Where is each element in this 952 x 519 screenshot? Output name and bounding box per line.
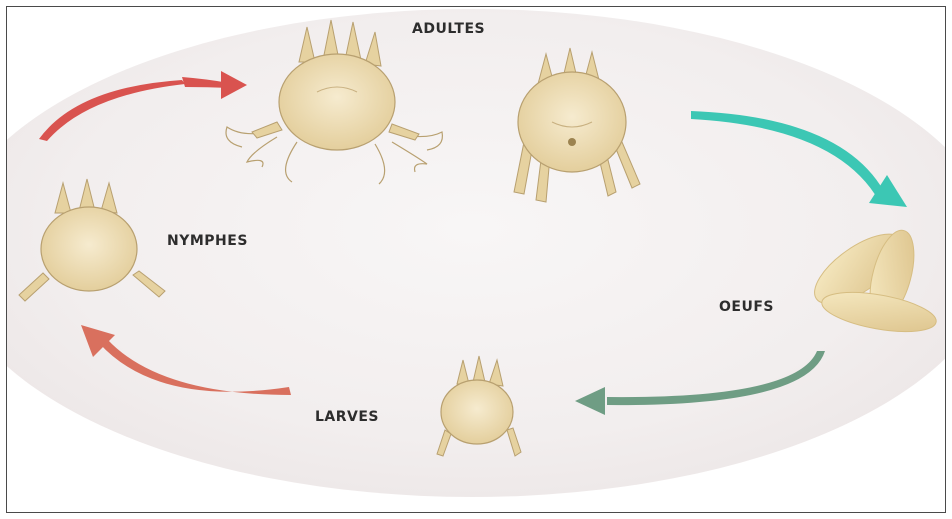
label-oeufs: OEUFS bbox=[719, 299, 774, 315]
life-cycle-diagram bbox=[7, 7, 945, 512]
arrow-larva-to-nymph bbox=[81, 325, 291, 395]
label-nymphes: NYMPHES bbox=[167, 233, 248, 249]
mite-adult-icon bbox=[514, 48, 640, 202]
arrow-nymph-to-adult bbox=[39, 71, 247, 141]
mite-adult-icon bbox=[226, 20, 442, 184]
diagram-frame: ADULTES NYMPHES OEUFS LARVES bbox=[6, 6, 946, 513]
mite-larva-icon bbox=[437, 356, 521, 456]
label-larves: LARVES bbox=[315, 409, 379, 425]
mite-nymph-icon bbox=[19, 179, 165, 301]
egg-icon bbox=[804, 221, 939, 339]
label-adultes: ADULTES bbox=[412, 21, 485, 37]
arrow-adult-to-egg bbox=[691, 111, 907, 207]
arrow-egg-to-larva bbox=[575, 351, 825, 415]
